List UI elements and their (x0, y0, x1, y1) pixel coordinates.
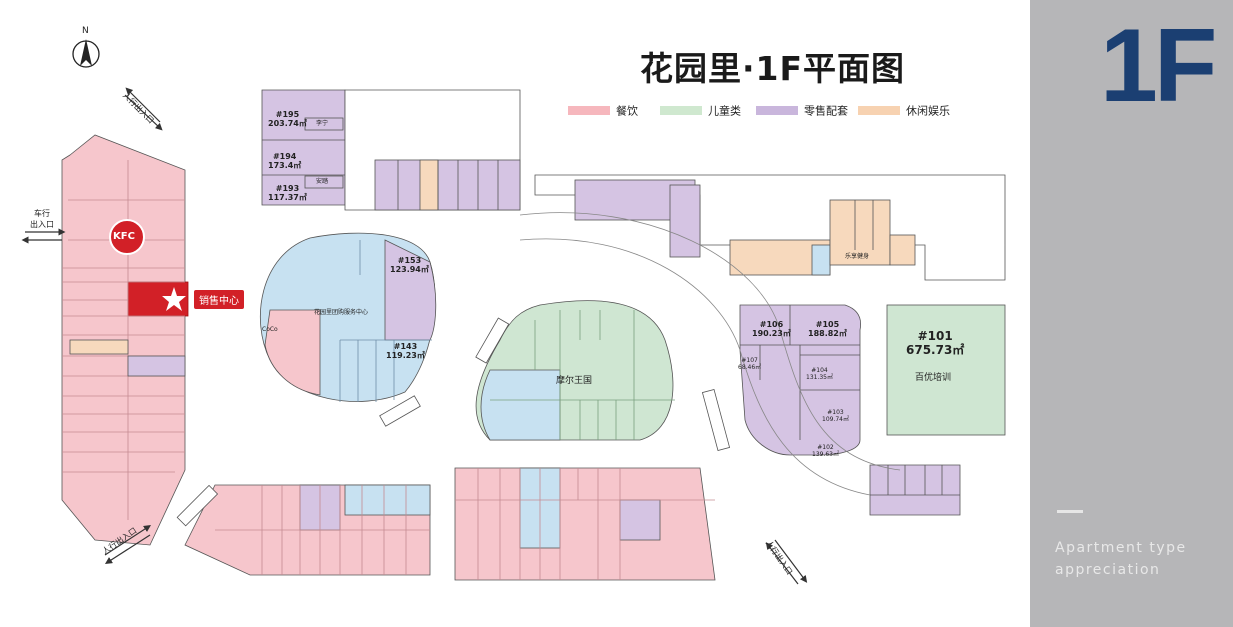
sales-center-label[interactable]: 销售中心 (194, 290, 244, 309)
store-anta: 安踏 (316, 178, 329, 185)
entrance-arrows (21, 87, 808, 585)
side-caption-line1: Apartment type (1055, 540, 1187, 556)
legend-item-retail: 零售配套 (756, 100, 848, 120)
legend-item-food: 餐饮 (568, 100, 638, 120)
top-strip-units (374, 159, 521, 211)
kfc-label: KFC (113, 231, 135, 242)
star-icon (162, 287, 186, 311)
building-bottom-right (869, 464, 961, 516)
legend-item-kids: 儿童类 (660, 100, 741, 120)
side-caption: Apartment type appreciation (1055, 537, 1225, 581)
side-divider (1057, 510, 1083, 513)
store-li-ning: 李宁 (316, 120, 329, 127)
moer-kingdom: 摩尔王国 (556, 376, 593, 386)
side-panel (1030, 0, 1233, 627)
store-coco: CoCo (262, 326, 278, 333)
flower-service-center: 花园里团购服务中心 (314, 309, 369, 316)
floor-indicator: 1F (1100, 8, 1217, 124)
compass-icon (72, 39, 100, 68)
legend-item-leisure: 休闲娱乐 (858, 100, 950, 120)
page-title: 花园里·1F平面图 (640, 49, 906, 88)
compass-north-label: N (82, 26, 89, 36)
compass: N (70, 26, 110, 76)
store-lexiang: 乐享健身 (845, 253, 870, 260)
unit-101[interactable] (886, 304, 1006, 436)
building-bottom-center (454, 467, 716, 581)
entrance-vehicle-label: 车行出入口 (30, 209, 54, 229)
side-caption-line2: appreciation (1055, 562, 1161, 578)
kfc-logo[interactable] (109, 219, 145, 255)
store-baiyou: 百优培训 (915, 373, 952, 383)
